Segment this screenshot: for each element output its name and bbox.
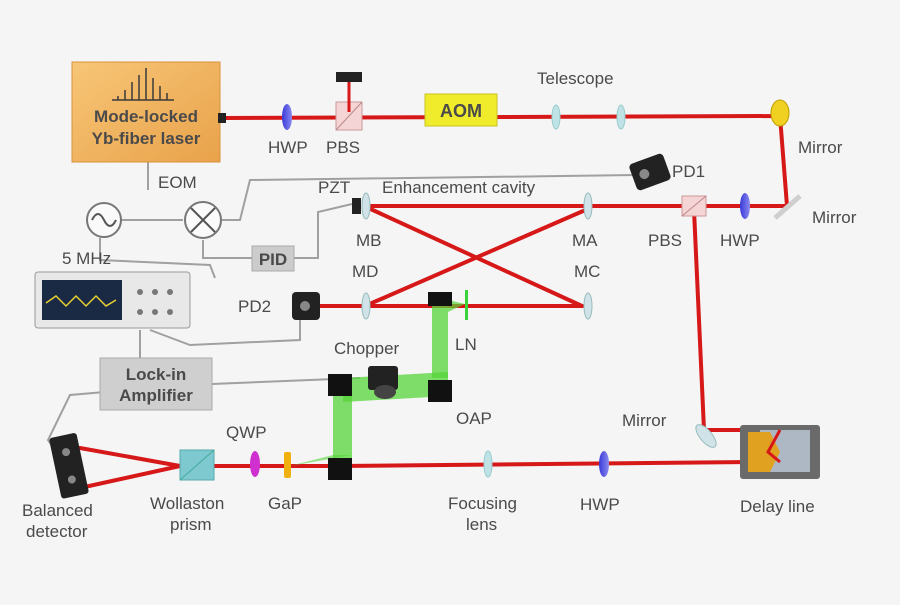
laser-output-port	[218, 113, 226, 123]
ln-crystal	[465, 290, 468, 320]
beam-pbs-down	[692, 208, 706, 432]
pbs-right-label: PBS	[648, 231, 682, 250]
wollaston-label-2: prism	[170, 515, 212, 534]
oap-label: OAP	[456, 409, 492, 428]
aom-box	[424, 93, 498, 127]
mirror-right-label: Mirror	[812, 208, 857, 227]
hwp-top	[282, 104, 292, 130]
laser-label-2: Yb-fiber laser	[92, 129, 201, 148]
md-label: MD	[352, 262, 378, 281]
balanced-label-1: Balanced	[22, 501, 93, 520]
cable-pid-pzt	[294, 203, 353, 259]
mc-label: MC	[574, 262, 600, 281]
beam-main	[220, 114, 782, 120]
chopper	[368, 366, 398, 399]
mb-label: MB	[356, 231, 382, 250]
telescope-lens-1	[551, 104, 561, 130]
oap-upper	[428, 292, 452, 402]
beam-cavity-cross-2	[363, 206, 592, 308]
thz-vertical-2	[333, 392, 352, 462]
mirror-top-label: Mirror	[798, 138, 843, 157]
comb-spectrum-icon	[112, 68, 174, 101]
cavity-label: Enhancement cavity	[382, 178, 536, 197]
pzt-actuator	[352, 198, 361, 214]
oap-lower	[328, 374, 352, 480]
beam-cavity-cross-1	[362, 204, 584, 308]
pbs-top	[335, 72, 363, 131]
oscilloscope	[34, 271, 191, 329]
focusing-label-1: Focusing	[448, 494, 517, 513]
beam-dump	[336, 72, 362, 82]
mixer-symbol	[184, 201, 222, 239]
pid-box	[251, 245, 295, 272]
chopper-label: Chopper	[334, 339, 400, 358]
photodiode-pd1	[629, 153, 671, 191]
wollaston-label-1: Wollaston	[150, 494, 224, 513]
pid-label: PID	[259, 250, 287, 269]
pbs-top-label: PBS	[326, 138, 360, 157]
pd1-label: PD1	[672, 162, 705, 181]
gap-label: GaP	[268, 494, 302, 513]
mirror-lower-label: Mirror	[622, 411, 667, 430]
mirror-mc	[583, 292, 593, 320]
mirror-right	[773, 194, 802, 220]
thz-ln-out	[448, 300, 465, 312]
eom-label: EOM	[158, 173, 197, 192]
lockin-box	[99, 357, 213, 411]
hwp-bottom-label: HWP	[580, 495, 620, 514]
hwp-right-label: HWP	[720, 231, 760, 250]
gap-crystal	[284, 452, 291, 478]
pd2-label: PD2	[238, 297, 271, 316]
qwp-label: QWP	[226, 423, 267, 442]
ln-label: LN	[455, 335, 477, 354]
laser-beams	[78, 114, 789, 490]
scope-screen	[42, 280, 122, 320]
cable-pd2-scope	[149, 318, 301, 347]
thz-focus	[290, 455, 352, 466]
focusing-lens	[483, 450, 493, 478]
focusing-label-2: lens	[466, 515, 497, 534]
telescope-lens-2	[616, 104, 626, 130]
hwp-right	[740, 193, 750, 219]
scope-trace-icon	[45, 294, 117, 308]
lockin-label-2: Amplifier	[119, 386, 193, 405]
beam-probe	[338, 460, 754, 468]
beam-mirror-down	[778, 114, 789, 208]
balanced-label-2: detector	[26, 522, 88, 541]
mirror-lower	[695, 424, 717, 448]
aom-label: AOM	[440, 101, 482, 121]
lockin-label-1: Lock-in	[126, 365, 186, 384]
beam-split-1	[78, 446, 182, 468]
mirror-mb	[361, 192, 371, 220]
sine-icon	[91, 213, 117, 227]
pzt-label: PZT	[318, 178, 350, 197]
balanced-detector	[49, 433, 89, 499]
hwp-top-label: HWP	[268, 138, 308, 157]
pbs-right	[681, 195, 707, 217]
mirror-md	[361, 292, 371, 320]
fiber-laser: Mode-locked Yb-fiber laser	[71, 61, 226, 163]
delay-line-stage	[740, 425, 820, 479]
cable-chopper-lockin	[211, 377, 361, 385]
qwp	[250, 451, 260, 477]
delay-label: Delay line	[740, 497, 815, 516]
thz-vertical-1	[432, 300, 448, 378]
beam-split-2	[78, 464, 182, 490]
telescope-label: Telescope	[537, 69, 614, 88]
oscillator-symbol	[86, 202, 122, 238]
mirror-ma	[583, 192, 593, 220]
hwp-bottom	[599, 451, 609, 477]
wollaston-prism	[179, 449, 215, 481]
cable-mixer-pid	[202, 240, 252, 259]
freq-label: 5 MHz	[62, 249, 111, 268]
cable-osc-scope	[99, 238, 216, 279]
photodiode-pd2	[292, 292, 320, 320]
laser-label-1: Mode-locked	[94, 107, 198, 126]
mirror-top	[770, 99, 790, 127]
ma-label: MA	[572, 231, 598, 250]
